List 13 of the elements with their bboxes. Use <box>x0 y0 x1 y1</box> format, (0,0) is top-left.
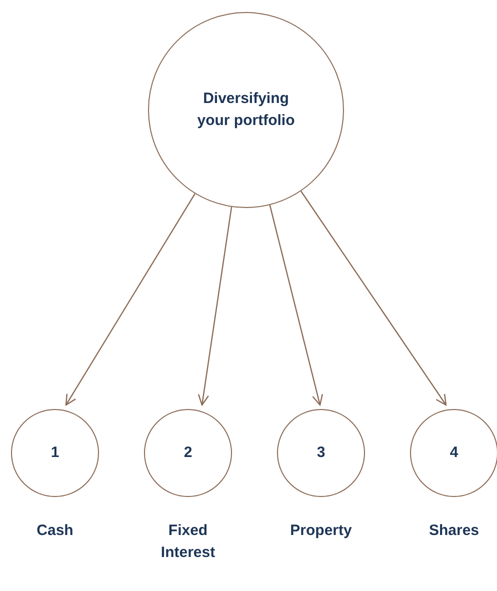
step-number: 2 <box>184 443 192 464</box>
arrow <box>65 193 196 406</box>
step-number: 1 <box>50 443 60 464</box>
asset-label: Fixed Interest <box>160 521 216 563</box>
arrow <box>198 206 232 406</box>
step-number: 4 <box>450 443 458 464</box>
topic-title: Diversifying your portfolio <box>196 89 296 131</box>
arrow <box>269 204 324 406</box>
asset-label: Cash <box>36 521 74 541</box>
asset-label: Property <box>289 521 353 541</box>
asset-label: Shares <box>428 521 480 541</box>
arrow <box>300 190 447 406</box>
step-number: 3 <box>316 443 326 464</box>
